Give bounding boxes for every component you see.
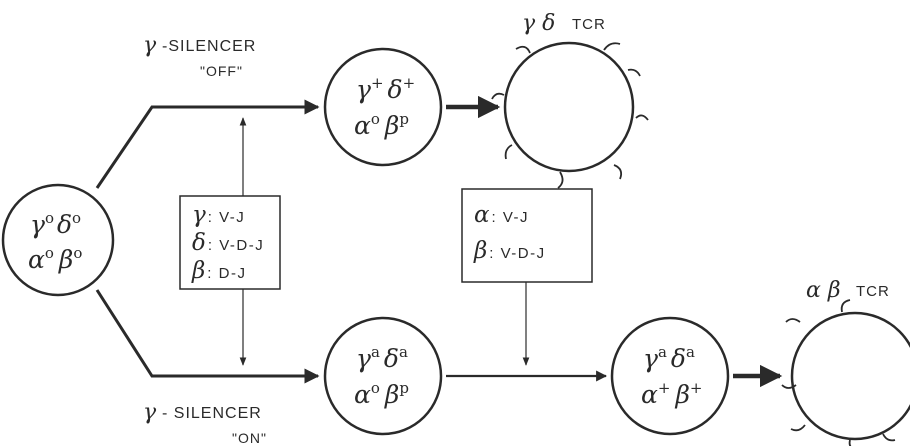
gd-tcr-label-greek: γ δ	[522, 11, 555, 36]
gd-tcr-label-suffix: TCR	[572, 16, 606, 33]
svg-text:γ+δ+: γ+δ+	[356, 74, 415, 104]
rearrangement-box-2-lines: α: V-J β: V-D-J	[473, 202, 546, 264]
ab-tcr-label-greek: α β	[806, 278, 841, 303]
rearrangement-box-2	[461, 188, 593, 283]
gd-tcr-receptors	[491, 42, 649, 189]
cell-bottom-circle	[323, 316, 443, 436]
svg-text:α+β+: α+β+	[641, 379, 703, 409]
ab-tcr-cell-circle	[790, 311, 910, 441]
rearrangement-box-1	[179, 195, 281, 290]
ab-tcr-label-suffix: TCR	[856, 283, 890, 300]
svg-text:α: V-J: α: V-J	[474, 202, 529, 228]
gd-tcr-cell-circle	[503, 41, 635, 173]
silencer-on-label: - SILENCER	[162, 405, 262, 422]
start-delta: δ	[57, 210, 72, 239]
silencer-on-gamma: γ	[143, 400, 157, 425]
cell-top-circle	[323, 47, 443, 167]
silencer-on-state: "ON"	[232, 430, 267, 446]
rearrangement-box-1-lines: γ: V-J δ: V-D-J β: D-J	[191, 202, 264, 284]
svg-text:γ: V-J: γ: V-J	[192, 202, 245, 228]
path-to-gamma-delta	[95, 99, 320, 189]
cell-start-circle	[1, 183, 115, 297]
start-gamma: γ	[30, 210, 45, 239]
start-alpha: α	[28, 245, 45, 274]
ab-tcr-receptors	[781, 299, 896, 446]
silencer-off-state: "OFF"	[200, 63, 243, 79]
svg-text:β: D-J: β: D-J	[191, 258, 246, 284]
cell-final-circle	[610, 316, 730, 436]
silencer-off-label: -SILENCER	[162, 38, 256, 55]
svg-text:δ: V-D-J: δ: V-D-J	[192, 230, 264, 256]
path-to-alpha-beta	[95, 289, 320, 384]
silencer-off-gamma: γ	[143, 33, 157, 58]
svg-text:β: V-D-J: β: V-D-J	[473, 238, 546, 264]
start-beta: β	[58, 245, 73, 274]
